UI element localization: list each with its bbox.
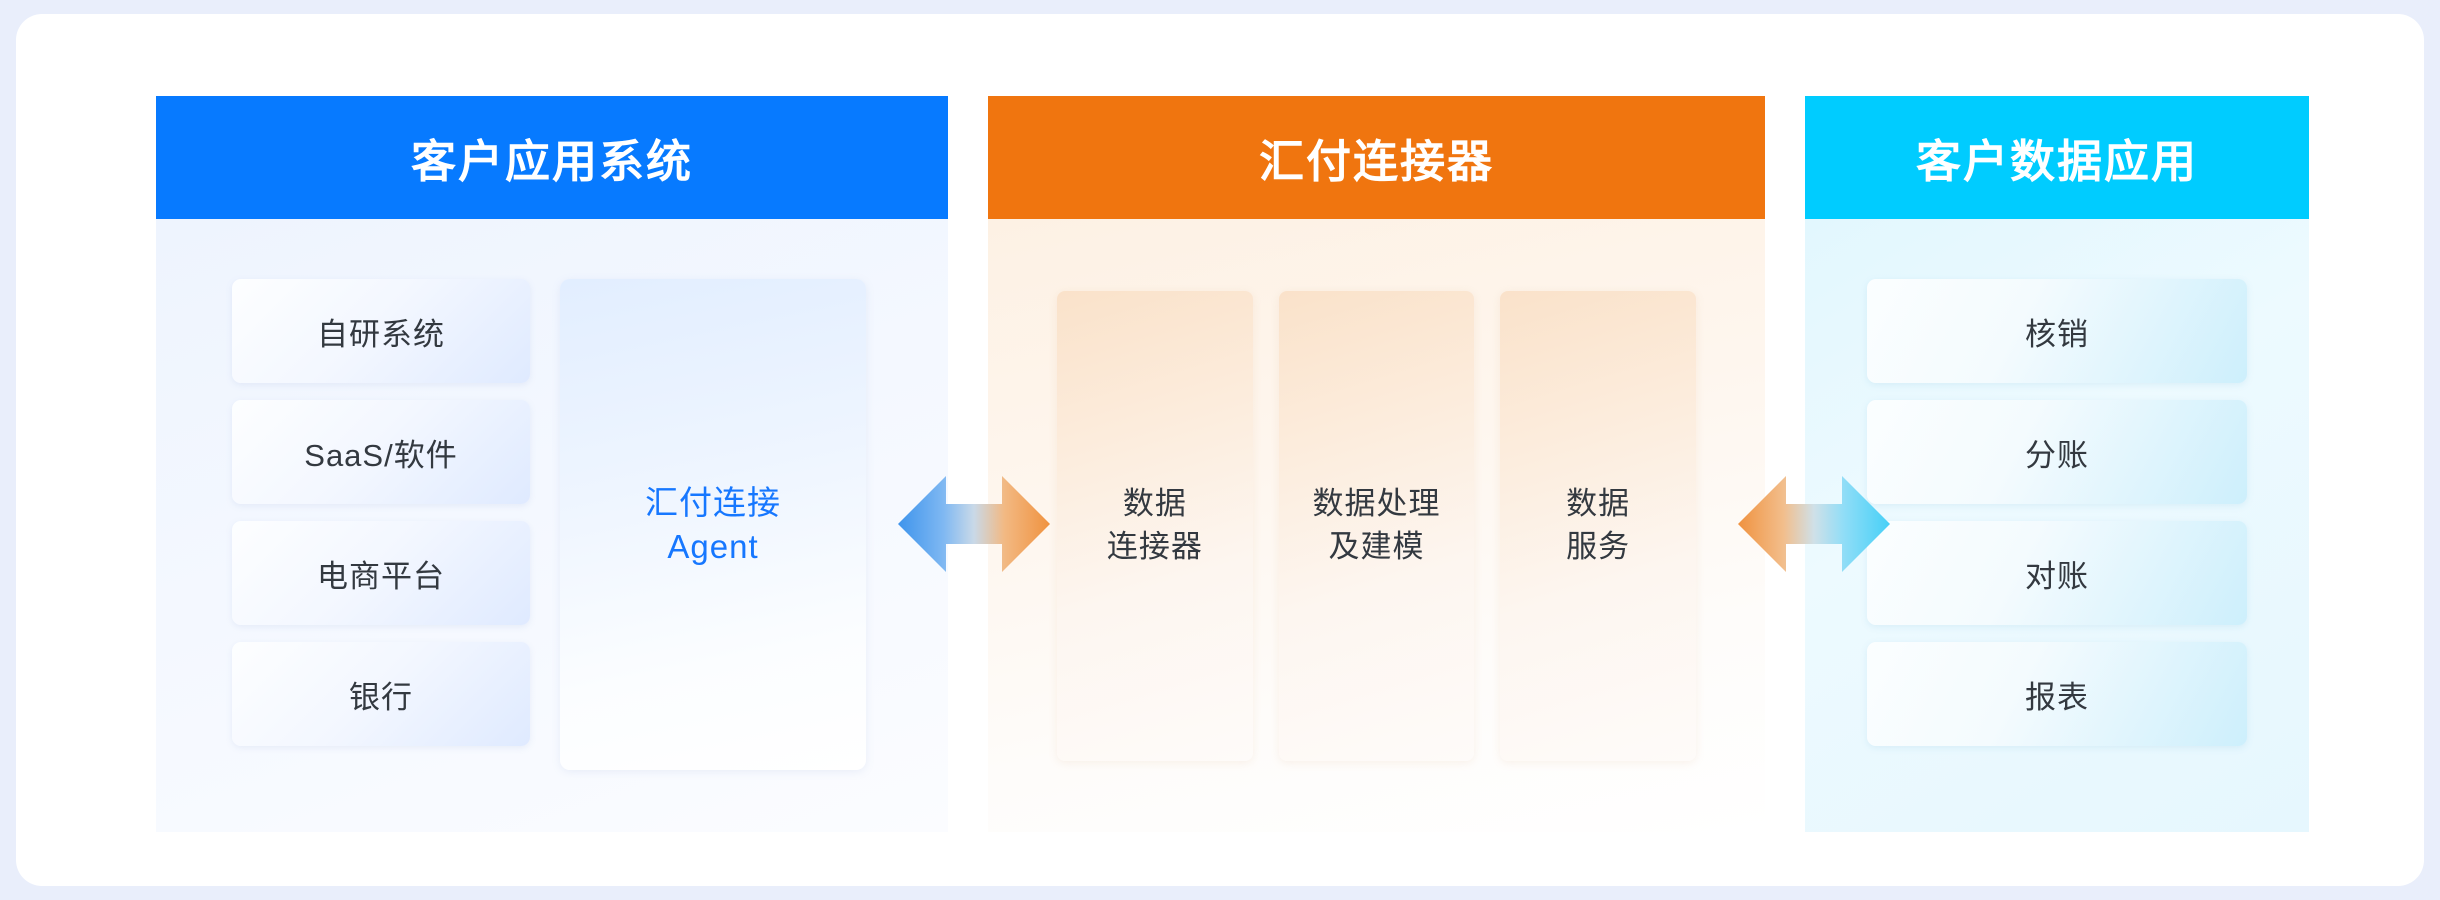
right-item-list: 核销 分账 对账 报表 bbox=[1867, 279, 2247, 746]
card-label-line2: 及建模 bbox=[1328, 529, 1425, 564]
list-item-label: 银行 bbox=[349, 679, 413, 715]
list-item-label: 分账 bbox=[2025, 437, 2089, 473]
agent-card-line2: Agent bbox=[667, 527, 759, 565]
card-label-line2: 服务 bbox=[1566, 529, 1631, 564]
list-item-report[interactable]: 报表 bbox=[1867, 642, 2247, 746]
column-header-huifu-connector: 汇付连接器 bbox=[988, 96, 1765, 219]
list-item-label: 核销 bbox=[2025, 316, 2089, 352]
card-label-line1: 数据 bbox=[1566, 486, 1631, 522]
list-item-reconciliation[interactable]: 对账 bbox=[1867, 521, 2247, 625]
list-item-saas-software[interactable]: SaaS/软件 bbox=[232, 400, 530, 504]
list-item-label: 报表 bbox=[2025, 679, 2089, 715]
card-data-service[interactable]: 数据 服务 bbox=[1500, 291, 1697, 761]
agent-card-line1: 汇付连接 bbox=[645, 483, 781, 521]
column-huifu-connector: 汇付连接器 数据 连接器 数据处理 及建模 数据 服务 bbox=[988, 96, 1765, 832]
column-header-customer-data-application: 客户数据应用 bbox=[1805, 96, 2309, 219]
card-label-line2: 连接器 bbox=[1106, 529, 1203, 564]
list-item-self-developed-system[interactable]: 自研系统 bbox=[232, 279, 530, 383]
card-data-connector[interactable]: 数据 连接器 bbox=[1057, 291, 1253, 761]
card-label-line1: 数据处理 bbox=[1312, 486, 1441, 522]
list-item-label: SaaS/软件 bbox=[304, 437, 458, 473]
middle-item-list: 数据 连接器 数据处理 及建模 数据 服务 bbox=[1057, 291, 1697, 761]
card-huifu-connect-agent[interactable]: 汇付连接 Agent bbox=[560, 279, 866, 770]
card-label-line1: 数据 bbox=[1122, 486, 1187, 522]
list-item-bank[interactable]: 银行 bbox=[232, 642, 530, 746]
list-item-label: 对账 bbox=[2025, 558, 2089, 594]
card-data-processing-and-modeling[interactable]: 数据处理 及建模 bbox=[1278, 291, 1475, 761]
column-body-huifu-connector: 数据 连接器 数据处理 及建模 数据 服务 bbox=[988, 219, 1765, 832]
list-item-ecommerce-platform[interactable]: 电商平台 bbox=[232, 521, 530, 625]
column-body-customer-data-application: 核销 分账 对账 报表 bbox=[1805, 219, 2309, 832]
left-item-list: 自研系统 SaaS/软件 电商平台 银行 bbox=[232, 279, 530, 746]
list-item-label: 自研系统 bbox=[317, 316, 445, 352]
list-item-split-account[interactable]: 分账 bbox=[1867, 400, 2247, 504]
bidirectional-arrow-icon-right bbox=[1738, 469, 1890, 579]
diagram-canvas: 客户应用系统 自研系统 SaaS/软件 电商平台 银行 汇付连接 Agent bbox=[16, 14, 2424, 886]
column-body-customer-application-system: 自研系统 SaaS/软件 电商平台 银行 汇付连接 Agent bbox=[156, 219, 948, 832]
column-header-customer-application-system: 客户应用系统 bbox=[156, 96, 948, 219]
column-customer-application-system: 客户应用系统 自研系统 SaaS/软件 电商平台 银行 汇付连接 Agent bbox=[156, 96, 948, 832]
list-item-label: 电商平台 bbox=[317, 558, 445, 594]
column-customer-data-application: 客户数据应用 核销 分账 对账 报表 bbox=[1805, 96, 2309, 832]
list-item-write-off[interactable]: 核销 bbox=[1867, 279, 2247, 383]
bidirectional-arrow-icon-left bbox=[898, 469, 1050, 579]
